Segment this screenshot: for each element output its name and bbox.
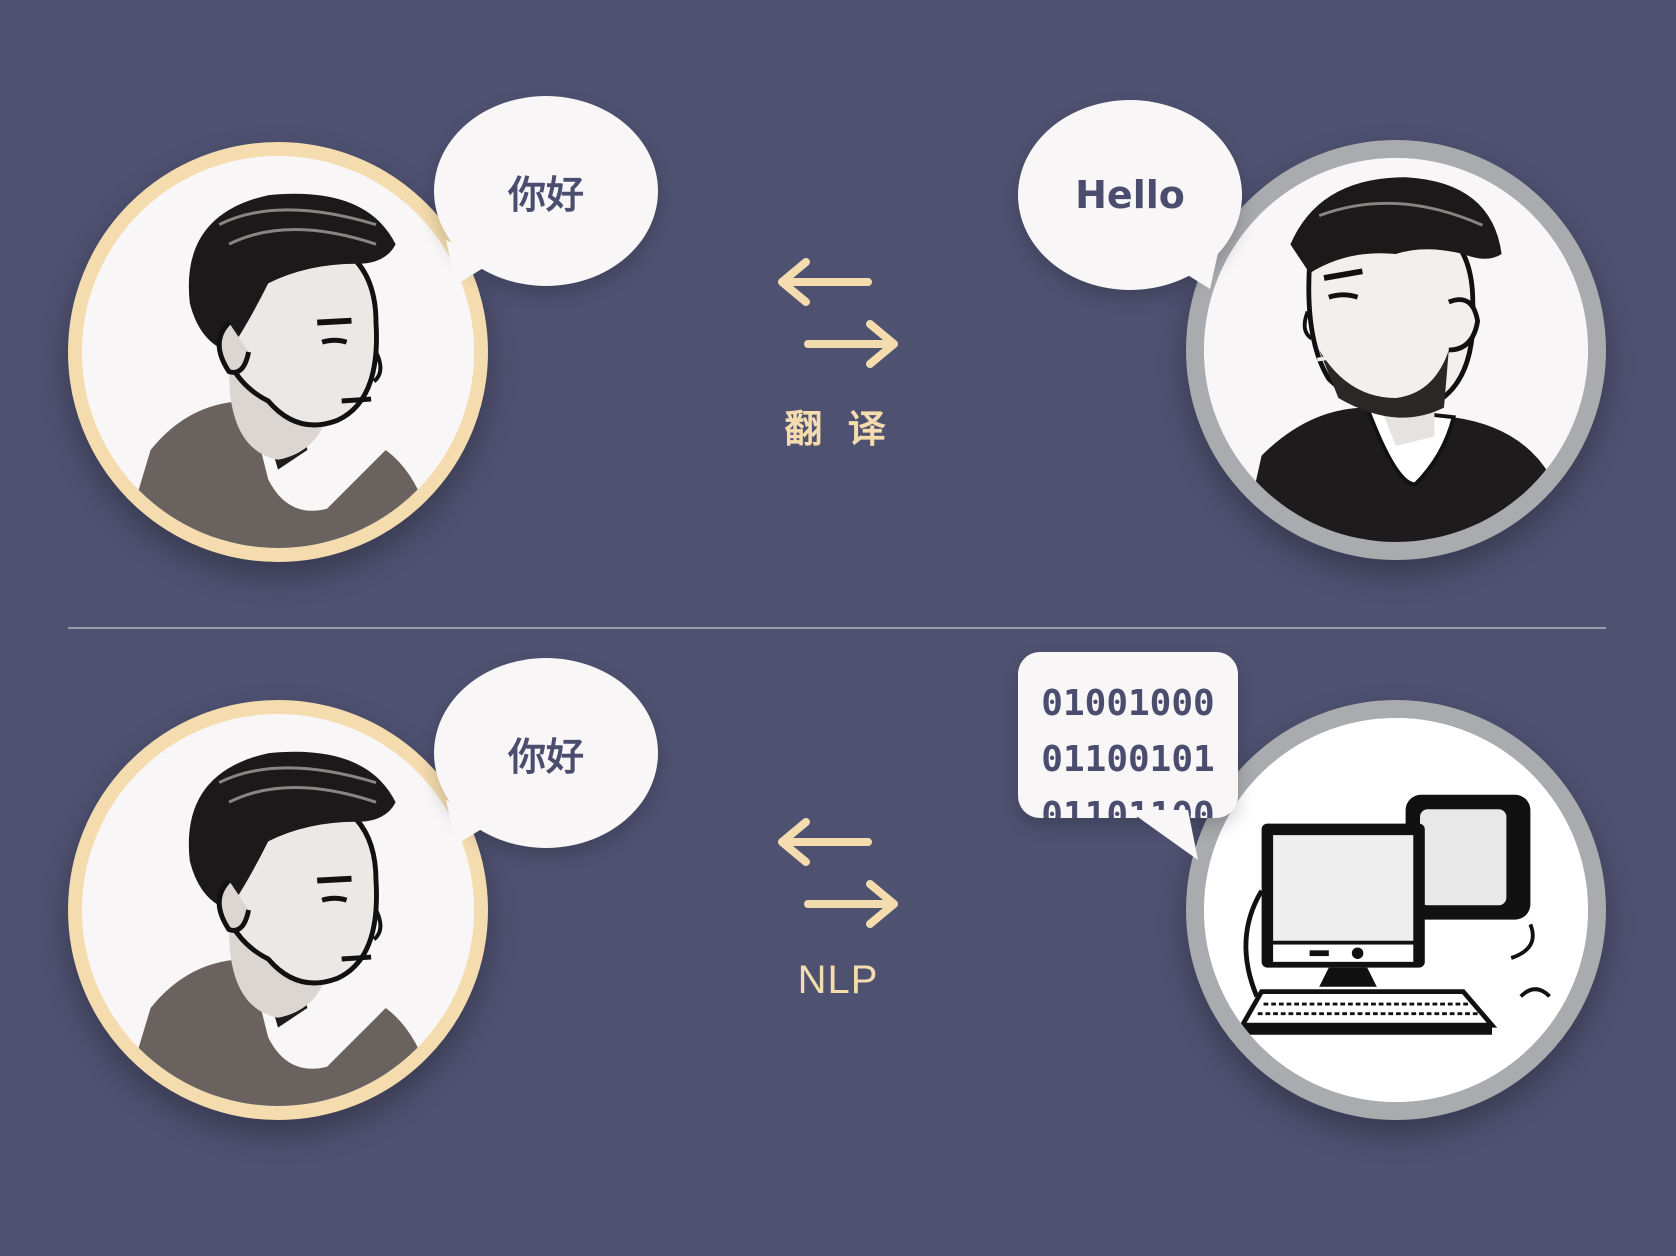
section-divider [68,627,1606,629]
speech-text: 你好 [507,734,584,779]
speech-bubble-tail [446,800,496,845]
binary-line: 01100101 [1041,739,1215,780]
bearded-man-portrait-icon [1186,140,1606,560]
bidirectional-arrows-icon [778,818,898,928]
binary-speech-bubble: 01001000 01100101 01101100 [1018,652,1238,818]
desktop-computer-icon [1186,700,1606,1120]
speech-bubble-tail [446,240,496,285]
speech-text: 你好 [507,172,584,217]
speech-bubble-tail [1170,244,1220,289]
bidirectional-arrows-icon [778,258,898,368]
translation-label: 翻 译 [784,407,892,451]
speech-bubble-tail [1128,810,1198,860]
binary-line: 01001000 [1041,683,1215,724]
nlp-label: NLP [797,958,879,1002]
asian-man-portrait-icon [68,142,488,562]
asian-man-portrait-icon [68,700,488,1120]
speech-text: Hello [1075,173,1185,217]
